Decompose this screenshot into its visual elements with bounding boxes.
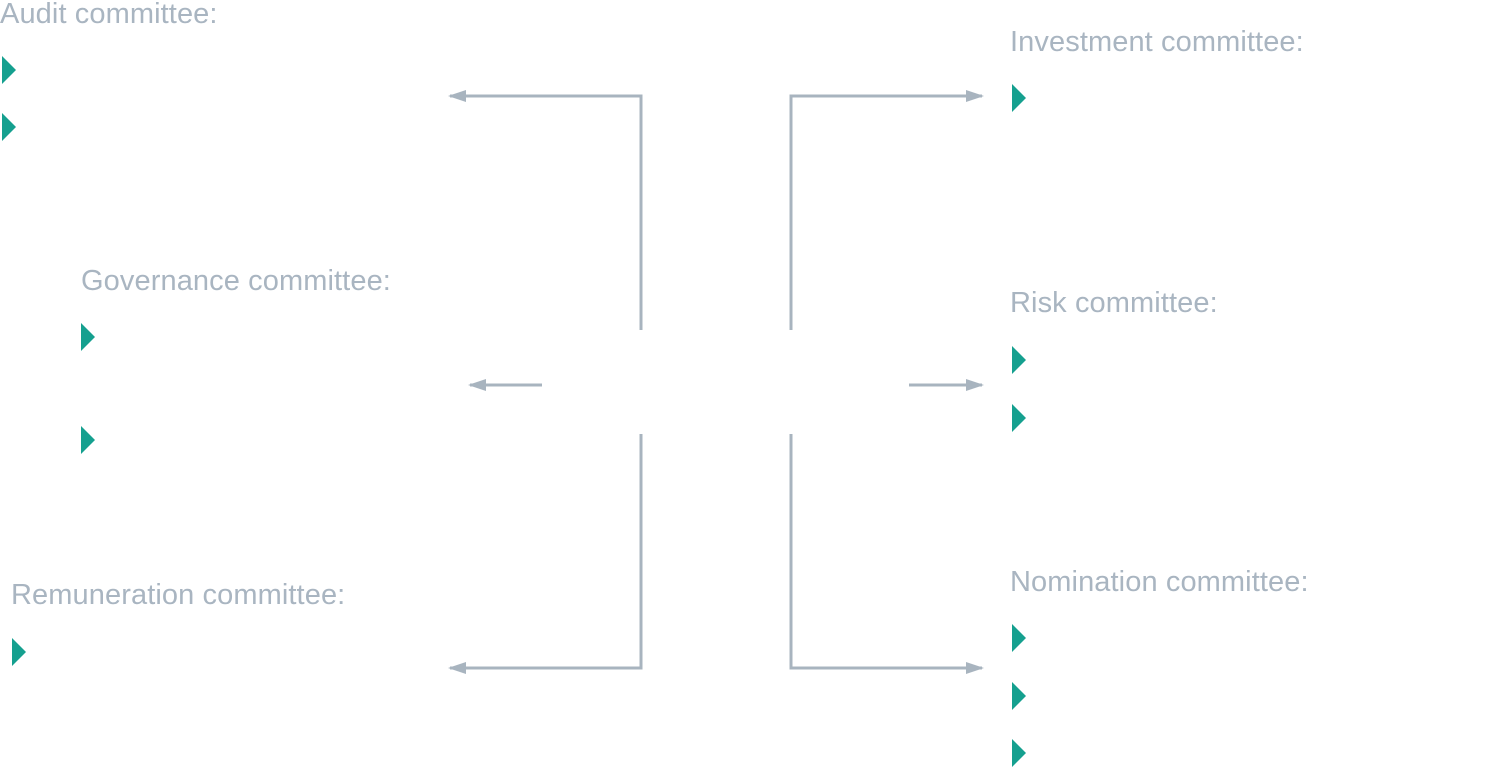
audit-committee-title: Audit committee: xyxy=(0,0,218,30)
triangle-right-icon xyxy=(1012,739,1026,767)
governance-committee-title: Governance committee: xyxy=(81,265,391,297)
triangle-right-icon xyxy=(2,113,16,141)
investment-committee-title: Investment committee: xyxy=(1010,26,1304,58)
remuneration-committee: Remuneration committee: xyxy=(11,581,391,671)
governance-committee: Governance committee: xyxy=(81,267,441,462)
investment-committee: Investment committee: xyxy=(1010,28,1370,123)
audit-committee: Audit committee: xyxy=(0,0,360,150)
remuneration-committee-title: Remuneration committee: xyxy=(11,579,346,611)
triangle-right-icon xyxy=(81,426,95,454)
arrow-to-nomination xyxy=(789,434,984,674)
arrow-to-audit xyxy=(448,90,643,330)
triangle-right-icon xyxy=(1012,346,1026,374)
risk-committee: Risk committee: xyxy=(1010,289,1310,439)
nomination-committee: Nomination committee: xyxy=(1010,568,1390,773)
triangle-right-icon xyxy=(81,323,95,351)
arrow-to-remuneration xyxy=(448,434,643,674)
arrow-to-investment xyxy=(789,90,984,330)
triangle-right-icon xyxy=(2,56,16,84)
risk-committee-title: Risk committee: xyxy=(1010,287,1218,319)
triangle-right-icon xyxy=(12,638,26,666)
triangle-right-icon xyxy=(1012,624,1026,652)
triangle-right-icon xyxy=(1012,84,1026,112)
triangle-right-icon xyxy=(1012,404,1026,432)
nomination-committee-title: Nomination committee: xyxy=(1010,566,1309,598)
triangle-right-icon xyxy=(1012,682,1026,710)
